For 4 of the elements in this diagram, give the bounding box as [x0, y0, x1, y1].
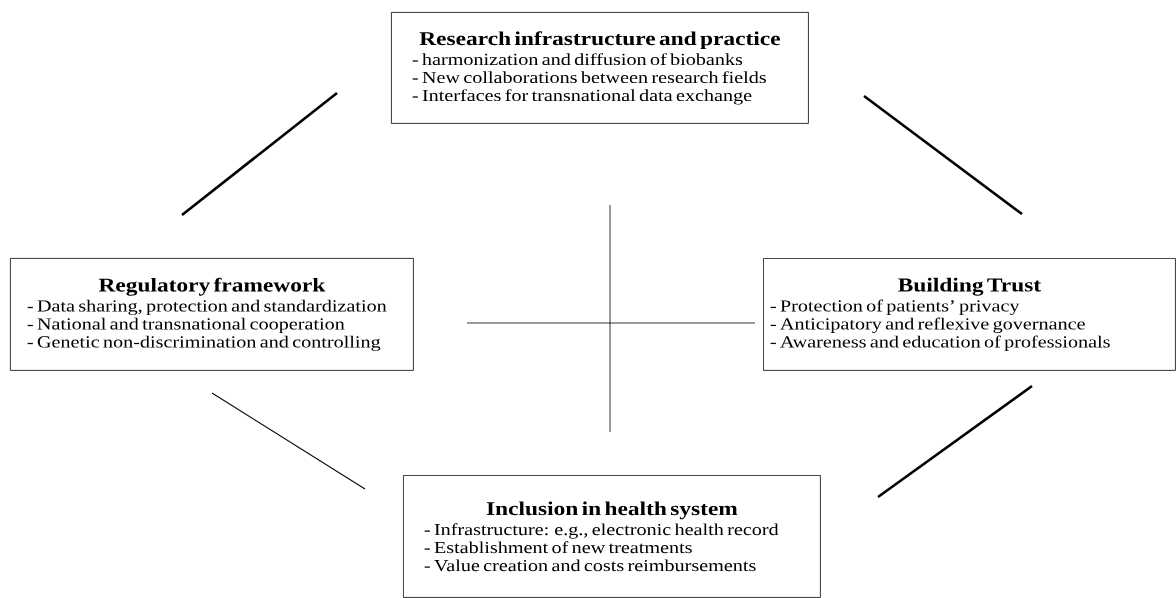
text-box: Regulatory framework - Data sharing, protection and standardization - National and transnational cooperation - Genetic non-discrimination and controlling [10, 258, 414, 371]
text-box: Research infrastructure and practice - harmonization and diffusion of biobanks - New collaborations between research fields - Interfaces for transnational data exchange [391, 12, 809, 124]
text-box: Building Trust - Protection of patients’ privacy - Anticipatory and reflexive governance - Awareness and education of professionals [763, 258, 1176, 371]
text-box: Inclusion in health system - Infrastructure: e.g., electronic health record - Establishment of new treatments - Value creation and costs reimbursements [403, 475, 821, 598]
